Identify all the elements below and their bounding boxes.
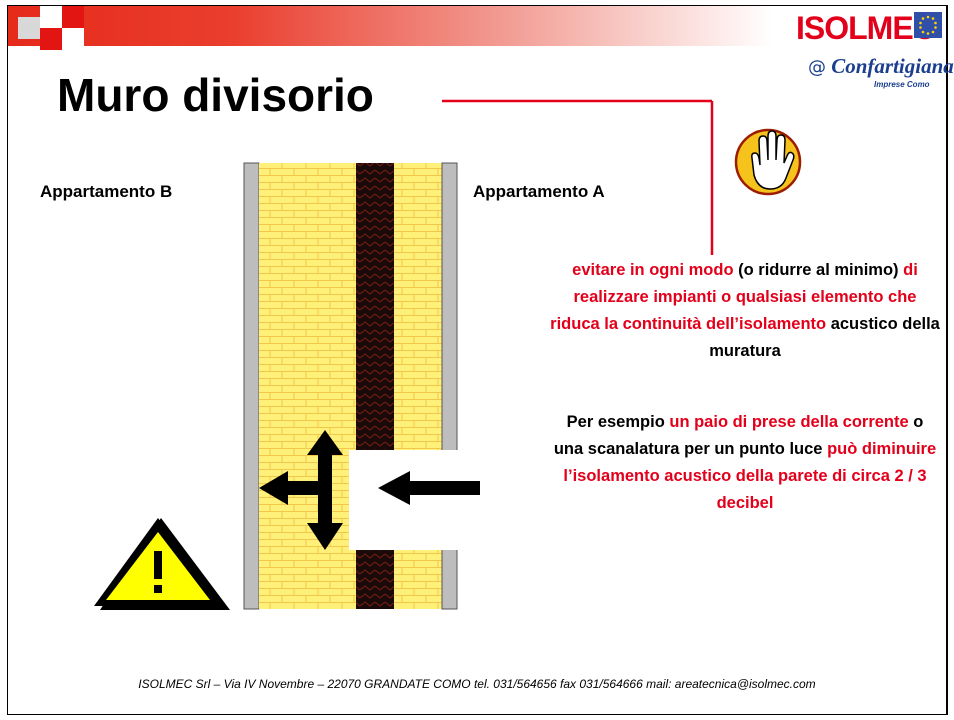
at-symbol: @ [808, 57, 826, 78]
header-gradient-bar [8, 6, 908, 46]
decor-square [40, 6, 62, 28]
eu-flag-icon [914, 12, 942, 38]
decor-square [40, 28, 62, 50]
label-apartment-a: Appartamento A [473, 182, 605, 201]
wall-section [243, 162, 461, 610]
decor-square [62, 6, 84, 28]
decor-square [62, 28, 84, 50]
arrow-sound-in [378, 471, 480, 505]
confartigianato-logo: @ Confartigianato [808, 54, 954, 79]
connector-line [442, 99, 714, 255]
note-avoid-installations: evitare in ogni modo (o ridurre al minim… [550, 261, 940, 360]
arrow-spread [259, 430, 343, 550]
slide-frame [7, 5, 947, 715]
note-example: Per esempio un paio di prese della corre… [553, 413, 937, 512]
brick-layer-left [259, 163, 356, 609]
footer-contact: ISOLMEC Srl – Via IV Novembre – 22070 GR… [138, 677, 816, 691]
plaster-left [243, 162, 260, 610]
slide-frame-right-edge [946, 5, 948, 715]
decor-square [18, 17, 40, 39]
warning-icon [94, 518, 230, 610]
label-apartment-b: Appartamento B [40, 182, 173, 201]
hand-stop-icon [734, 128, 802, 196]
partner-subtitle: Imprese Como [874, 80, 930, 89]
page-title: Muro divisorio [57, 69, 374, 121]
isolmec-logo: ISOLMEC [796, 10, 936, 46]
partner-name: Confartigianato [831, 54, 954, 78]
